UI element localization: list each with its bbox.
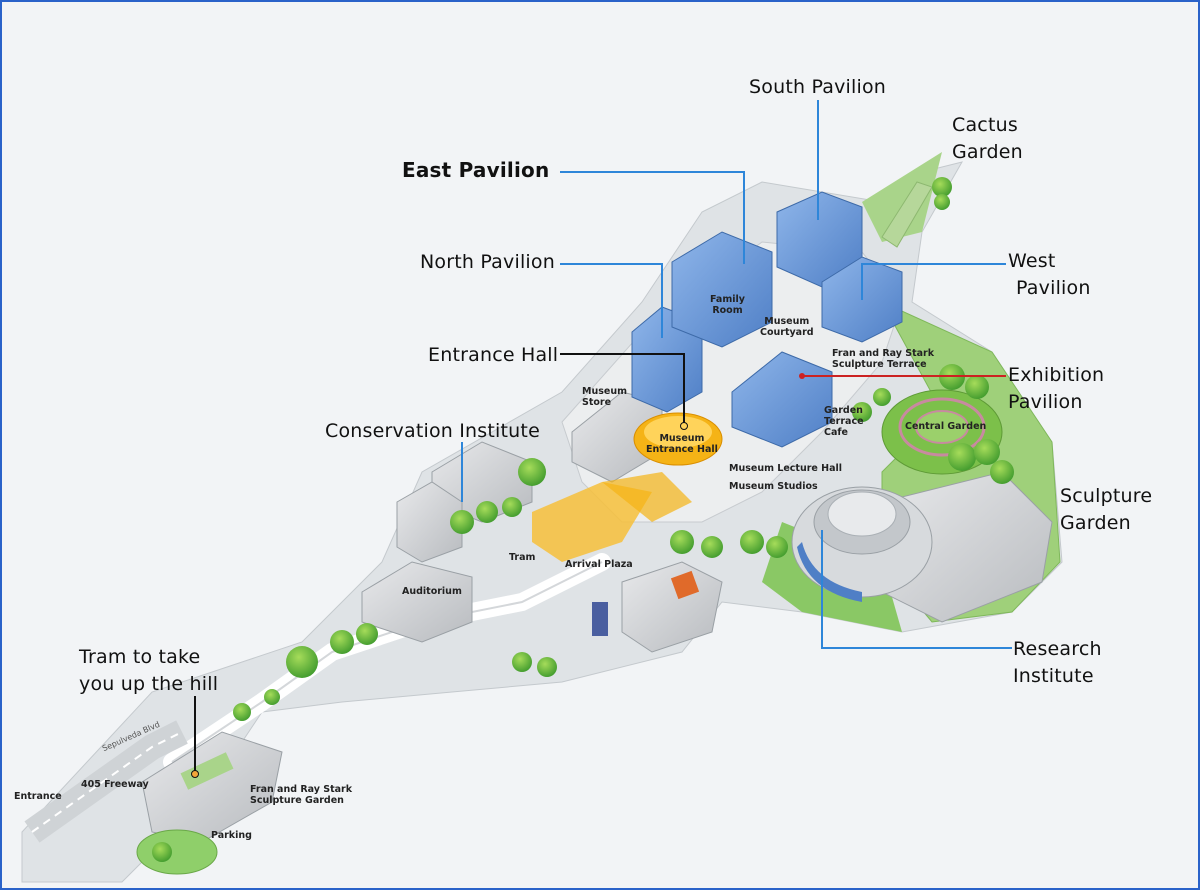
east-pavilion-callout: East Pavilion bbox=[402, 158, 550, 182]
family-room-line-1: Family bbox=[710, 294, 745, 305]
entrance-hall-highlight bbox=[633, 412, 723, 466]
exhibition-pavilion-callout: Exhibition Pavilion bbox=[1008, 362, 1104, 416]
cactus-garden-line-1: Cactus bbox=[952, 114, 1018, 136]
exhibition-pavilion-line-1: Exhibition bbox=[1008, 364, 1105, 386]
parking-structure bbox=[136, 731, 283, 875]
museum-store-label: Museum Store bbox=[582, 386, 627, 408]
north-pavilion-callout: North Pavilion bbox=[420, 251, 555, 273]
cactus-garden-line-2: Garden bbox=[952, 141, 1023, 163]
entrance-label: Entrance bbox=[14, 791, 62, 802]
tram-callout-line-1: Tram to take bbox=[79, 646, 201, 668]
research-institute-building bbox=[791, 486, 933, 602]
museum-entrance-hall-line-2: Entrance Hall bbox=[646, 444, 718, 455]
museum-entrance-hall-line-1: Museum bbox=[659, 433, 705, 444]
leader-markers bbox=[191, 373, 805, 778]
research-institute-line-2: Institute bbox=[1013, 665, 1094, 687]
museum-store-line-1: Museum bbox=[582, 386, 627, 397]
arrival-plaza-highlight bbox=[532, 472, 692, 562]
grey-buildings bbox=[361, 391, 1053, 653]
tram-label: Tram bbox=[509, 552, 536, 563]
exhibition-pavilion-line-2: Pavilion bbox=[1008, 391, 1083, 413]
tram-callout-line-2: you up the hill bbox=[79, 673, 219, 695]
tram-callout: Tram to take you up the hill bbox=[79, 644, 218, 698]
museum-store-line-2: Store bbox=[582, 397, 612, 408]
sculpture-garden-line-2: Garden bbox=[1060, 512, 1131, 534]
fran-ray-garden-label: Fran and Ray Stark Sculpture Garden bbox=[250, 784, 352, 806]
museum-courtyard-line-1: Museum bbox=[764, 316, 810, 327]
research-institute-callout: Research Institute bbox=[1013, 636, 1102, 690]
south-pavilion-callout: South Pavilion bbox=[749, 76, 887, 98]
garden-terrace-cafe-line-2: Terrace bbox=[824, 416, 864, 427]
fran-ray-terrace-label: Fran and Ray Stark Sculpture Terrace bbox=[832, 348, 934, 370]
museum-courtyard-label: Museum Courtyard bbox=[760, 316, 814, 338]
fran-ray-terrace-line-1: Fran and Ray Stark bbox=[832, 348, 935, 359]
museum-entrance-hall-label: Museum Entrance Hall bbox=[646, 433, 718, 455]
west-pavilion-line-1: West bbox=[1008, 250, 1056, 272]
sculpture-garden-callout: Sculpture Garden bbox=[1060, 483, 1152, 537]
museum-courtyard-line-2: Courtyard bbox=[760, 327, 814, 338]
conservation-institute-callout: Conservation Institute bbox=[325, 420, 540, 442]
leader-lines bbox=[194, 100, 1012, 774]
arrival-plaza-label: Arrival Plaza bbox=[565, 559, 633, 570]
west-pavilion-callout: West Pavilion bbox=[1008, 248, 1091, 302]
garden-terrace-cafe-line-1: Garden bbox=[824, 405, 863, 416]
research-institute-line-1: Research bbox=[1013, 638, 1102, 660]
central-garden-label: Central Garden bbox=[905, 421, 987, 432]
fran-ray-garden-line-2: Sculpture Garden bbox=[250, 795, 344, 806]
museum-lecture-hall-label: Museum Lecture Hall bbox=[729, 463, 843, 474]
sculpture-garden-line-1: Sculpture bbox=[1060, 485, 1153, 507]
entrance-hall-callout: Entrance Hall bbox=[428, 344, 559, 366]
parking-label: Parking bbox=[211, 830, 252, 841]
auditorium-label: Auditorium bbox=[402, 586, 462, 597]
west-pavilion-line-2: Pavilion bbox=[1016, 277, 1091, 299]
fran-ray-terrace-line-2: Sculpture Terrace bbox=[832, 359, 927, 370]
freeway-label: 405 Freeway bbox=[81, 779, 149, 790]
garden-terrace-cafe-line-3: Cafe bbox=[824, 427, 848, 438]
garden-terrace-cafe-label: Garden Terrace Cafe bbox=[824, 405, 864, 438]
family-room-line-2: Room bbox=[712, 305, 743, 316]
fran-ray-garden-line-1: Fran and Ray Stark bbox=[250, 784, 353, 795]
family-room-label: Family Room bbox=[710, 294, 745, 316]
museum-studios-label: Museum Studios bbox=[729, 481, 818, 492]
cactus-garden-callout: Cactus Garden bbox=[952, 112, 1023, 166]
